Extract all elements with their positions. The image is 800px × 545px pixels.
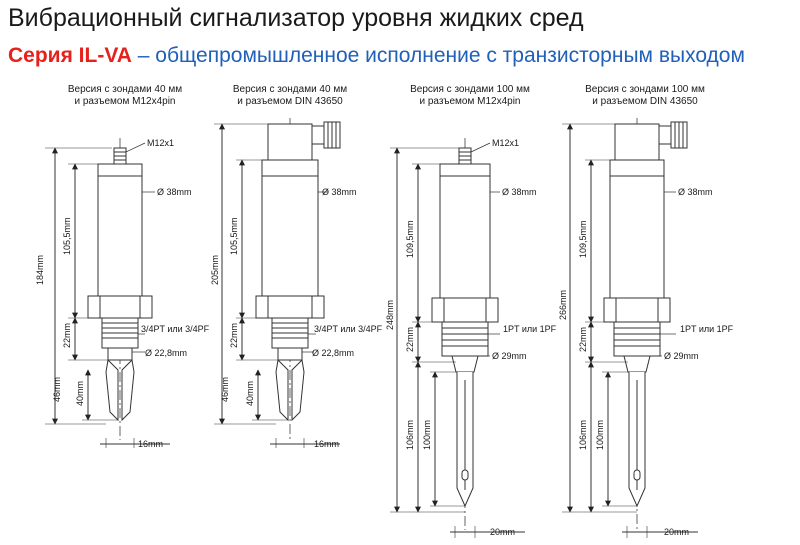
variant-3-total-length: 248mm: [385, 300, 395, 330]
variant-2-caption-line1: Версия с зондами 40 мм: [233, 84, 347, 95]
variant-1-body-length: 105,5mm: [62, 217, 72, 255]
variant-1-fork-right: [121, 358, 135, 422]
page-title: Вибрационный сигнализатор уровня жидких …: [8, 4, 584, 32]
variant-3-drawing: Версия с зондами 100 мм и разъемом M12x4…: [385, 84, 557, 538]
variant-4-body: [609, 159, 665, 299]
variant-4-caption-line1: Версия с зондами 100 мм: [585, 84, 705, 95]
variant-3-body-length: 109,5mm: [405, 220, 415, 258]
variant-2-hex-nut: [255, 295, 325, 319]
variant-1-probe-total-length: 46mm: [52, 377, 62, 402]
variant-3-probe-length: 100mm: [422, 420, 432, 450]
variant-2-thread-length: 22mm: [229, 323, 239, 348]
variant-2-total-length: 205mm: [210, 255, 220, 285]
variant-2-probe-total-length: 46mm: [220, 377, 230, 402]
variant-4-body-length: 109,5mm: [578, 220, 588, 258]
variant-1-drawing: Версия с зондами 40 мм и разъемом M12x4p…: [35, 84, 210, 449]
variant-2-body-length: 105,5mm: [229, 217, 239, 255]
variant-3-connector-label: M12x1: [492, 138, 519, 148]
variant-2-drawing: Версия с зондами 40 мм и разъемом DIN 43…: [210, 84, 383, 449]
variant-3-thread-label: 1PT или 1PF: [503, 324, 557, 334]
variant-4-din-connector: [614, 123, 660, 161]
variant-3-thread-diameter: Ø 29mm: [492, 351, 527, 361]
variant-3-thread-length: 22mm: [405, 327, 415, 352]
variant-1-probe-length: 40mm: [75, 381, 85, 406]
variant-2-caption-line2: и разъемом DIN 43650: [237, 96, 343, 107]
variant-4-total-length: 266mm: [558, 290, 568, 320]
variant-4-caption-line2: и разъемом DIN 43650: [592, 96, 698, 107]
variant-3-probe-total-length: 106mm: [405, 420, 415, 450]
variant-1-caption-line1: Версия с зондами 40 мм: [68, 84, 182, 95]
variant-1-thread-label: 3/4PT или 3/4PF: [141, 324, 210, 334]
variant-4-probe-total-length: 106mm: [578, 420, 588, 450]
series-name: Серия IL-VA: [8, 44, 132, 67]
variant-2-din-connector: [267, 123, 313, 161]
variant-2-probe-length: 40mm: [245, 381, 255, 406]
variant-4-drawing: Версия с зондами 100 мм и разъемом DIN 4…: [558, 84, 734, 538]
variant-4-body-diameter: Ø 38mm: [678, 187, 713, 197]
variant-2-thread-label: 3/4PT или 3/4PF: [314, 324, 383, 334]
series-description: – общепромышленное исполнение с транзист…: [131, 44, 745, 67]
variant-1-body: [97, 163, 143, 297]
variant-4-probe-length: 100mm: [595, 420, 605, 450]
variant-1-connector-label: M12x1: [147, 138, 174, 148]
variant-1-caption-line2: и разъемом M12x4pin: [74, 96, 175, 107]
variant-3-caption-line1: Версия с зондами 100 мм: [410, 84, 530, 95]
variant-4-thread-label: 1PT или 1PF: [680, 324, 734, 334]
variant-1-probe-width: 16mm: [138, 439, 163, 449]
variant-4-thread-length: 22mm: [578, 327, 588, 352]
variant-2-thread-diameter: Ø 22,8mm: [312, 348, 354, 358]
variant-4-probe-width: 20mm: [664, 527, 689, 537]
variant-1-fork-left: [105, 358, 119, 422]
variant-1-total-length: 184mm: [35, 255, 45, 285]
variant-1-body-diameter: Ø 38mm: [157, 187, 192, 197]
variant-3-caption-line2: и разъемом M12x4pin: [419, 96, 520, 107]
variant-2-body: [261, 159, 319, 297]
variant-1-thread-length: 22mm: [62, 323, 72, 348]
variant-2-probe-width: 16mm: [314, 439, 339, 449]
variant-4-thread-diameter: Ø 29mm: [664, 351, 699, 361]
page-subtitle: Серия IL-VA – общепромышленное исполнени…: [8, 44, 745, 68]
variant-3-probe-width: 20mm: [490, 527, 515, 537]
variant-3-body: [439, 163, 491, 299]
variant-3-body-diameter: Ø 38mm: [502, 187, 537, 197]
variant-1-thread-diameter: Ø 22,8mm: [145, 348, 187, 358]
variant-1-hex-nut: [87, 295, 153, 319]
variant-2-body-diameter: Ø 38mm: [322, 187, 357, 197]
